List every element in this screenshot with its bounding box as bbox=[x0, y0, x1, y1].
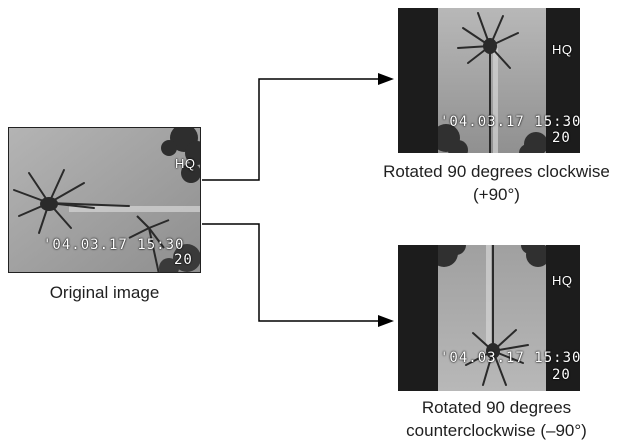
counterclockwise-caption-line-2: counterclockwise (–90°) bbox=[406, 421, 587, 440]
counterclockwise-rotated-screen: HQ '04.03.17 15:30 20 bbox=[398, 245, 580, 391]
arrowhead-clockwise bbox=[378, 73, 394, 85]
quality-indicator: HQ bbox=[552, 273, 573, 288]
date-time-stamp: '04.03.17 15:30 bbox=[43, 237, 185, 253]
rotated-palm-photo-ccw bbox=[438, 245, 546, 391]
date-time-stamp: '04.03.17 15:30 bbox=[440, 350, 580, 366]
original-image-screen: HQ '04.03.17 15:30 20 bbox=[8, 127, 201, 273]
quality-indicator: HQ bbox=[552, 42, 573, 57]
frame-count: 20 bbox=[552, 367, 571, 383]
quality-indicator: HQ bbox=[175, 156, 196, 171]
date-time-stamp: '04.03.17 15:30 bbox=[440, 114, 580, 130]
palm-tree-photo bbox=[9, 128, 200, 272]
counterclockwise-caption-line-1: Rotated 90 degrees bbox=[421, 398, 572, 417]
frame-count: 20 bbox=[552, 130, 571, 146]
clockwise-rotated-screen: HQ '04.03.17 15:30 20 bbox=[398, 8, 580, 153]
arrow-to-clockwise bbox=[202, 78, 380, 181]
original-image-caption: Original image bbox=[49, 283, 160, 302]
clockwise-caption-line-1: Rotated 90 degrees clockwise bbox=[383, 162, 610, 181]
rotated-palm-photo-cw bbox=[438, 8, 546, 153]
arrowhead-counterclockwise bbox=[378, 315, 394, 327]
frame-count: 20 bbox=[174, 252, 193, 268]
clockwise-caption-line-2: (+90°) bbox=[473, 185, 520, 204]
arrow-to-counterclockwise bbox=[202, 223, 380, 322]
